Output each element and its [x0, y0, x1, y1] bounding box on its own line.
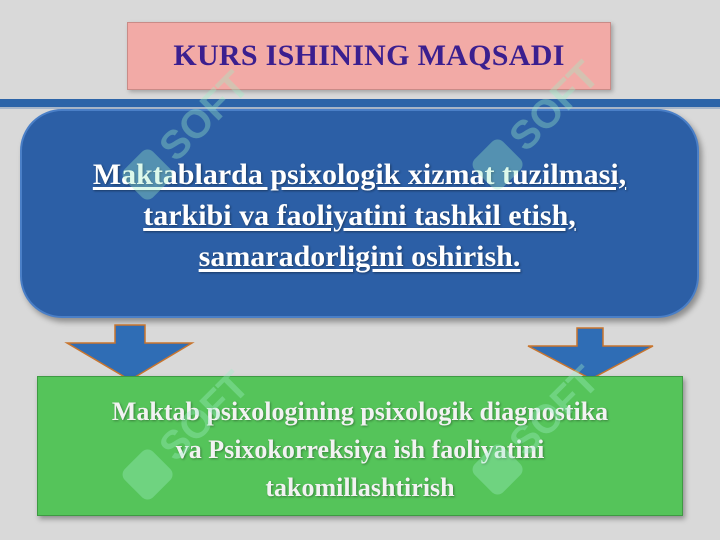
header-rule [0, 99, 720, 107]
result-line-1: Maktab psixologining psixologik diagnost… [111, 397, 609, 426]
title-box: KURS ISHINING MAQSADI [127, 22, 611, 90]
slide-title: KURS ISHINING MAQSADI [173, 39, 565, 72]
right-down-arrow-icon [527, 327, 654, 380]
result-text: Maktab psixologining psixologik diagnost… [37, 393, 683, 507]
goal-text: Maktablarda psixologik xizmat tuzilmasi,… [20, 154, 699, 277]
left-down-arrow-icon [64, 324, 195, 381]
header-rule-shadow [0, 107, 720, 109]
result-box [37, 376, 683, 516]
goal-line-2: tarkibi va faoliyatini tashkil etish, [143, 199, 576, 232]
goal-box [20, 109, 699, 318]
goal-line-3: samaradorligini oshirish. [198, 240, 521, 273]
result-line-2: va Psixokorreksiya ish faoliyatini [175, 435, 545, 464]
goal-line-1: Maktablarda psixologik xizmat tuzilmasi, [92, 158, 627, 191]
result-line-3: takomillashtirish [265, 473, 455, 502]
